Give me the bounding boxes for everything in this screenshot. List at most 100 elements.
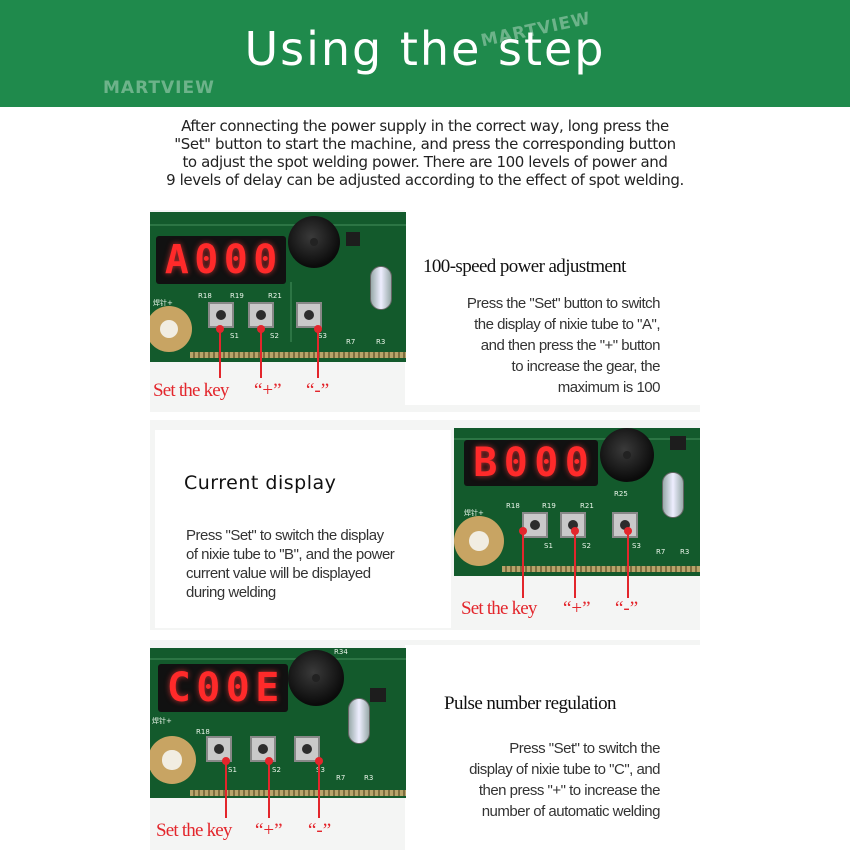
set-key-button[interactable]	[522, 512, 548, 538]
silkscreen-text: R3	[376, 338, 386, 346]
buzzer	[288, 216, 340, 268]
nixie-digit: 0	[534, 440, 559, 486]
description-line: during welding	[186, 584, 276, 601]
description-line: number of automatic welding	[481, 803, 661, 820]
section-description: Press the "Set" button to switch the dis…	[420, 293, 661, 398]
section-title: Current display	[184, 472, 337, 494]
nixie-digit: 0	[225, 665, 250, 711]
crystal-oscillator	[370, 266, 392, 310]
description-line: then press "+" to increase the	[478, 782, 661, 799]
pcb-trace	[290, 282, 292, 342]
minus-key-label: “-”	[615, 598, 639, 619]
nixie-digit: C	[166, 665, 191, 711]
section-title: 100-speed power adjustment	[423, 256, 626, 277]
buzzer	[600, 428, 654, 482]
silkscreen-text: R25	[614, 490, 628, 498]
header-banner: Using the step MARTVIEW MARTVIEW	[0, 0, 850, 107]
silkscreen-text: 焊针+	[464, 509, 484, 517]
silkscreen-text: R19	[542, 502, 556, 510]
description-line: display of nixie tube to "C", and	[469, 761, 660, 778]
description-line: Press the "Set" button to switch	[466, 295, 661, 312]
connector-rail	[502, 566, 700, 572]
description-line: maximum is 100	[557, 379, 661, 396]
plus-key-label: “+”	[563, 598, 591, 619]
pcb-image: B 0 0 0 焊针+ R18 R19 R21 R25 R7 R3 S1 S2 …	[454, 428, 700, 576]
silkscreen-text: S3	[318, 332, 327, 340]
silkscreen-text: R18	[506, 502, 520, 510]
silkscreen-text: R21	[580, 502, 594, 510]
silkscreen-text: R19	[230, 292, 244, 300]
description-line: Press "Set" to switch the	[509, 740, 660, 757]
pcb-chip	[670, 436, 686, 450]
set-key-button[interactable]	[206, 736, 232, 762]
minus-key-label: “-”	[306, 380, 330, 401]
buzzer	[288, 650, 344, 706]
nixie-display: C 0 0 E	[158, 664, 288, 712]
pcb-trace	[454, 438, 700, 440]
section-current-card	[155, 430, 451, 628]
silkscreen-text: R18	[196, 728, 210, 736]
description-line: Press "Set" to switch the display	[186, 527, 384, 544]
section-title: Pulse number regulation	[444, 693, 617, 714]
silkscreen-text: S2	[582, 542, 591, 550]
intro-line: to adjust the spot welding power. There …	[182, 153, 668, 171]
set-key-pointer	[216, 325, 224, 378]
plus-key-pointer	[265, 757, 273, 818]
silkscreen-text: R7	[336, 774, 346, 782]
set-key-pointer	[222, 757, 230, 818]
silkscreen-text: S3	[632, 542, 641, 550]
silkscreen-text: S1	[230, 332, 239, 340]
pcb-chip	[370, 688, 386, 702]
set-key-label: Set the key	[153, 380, 229, 401]
nixie-digit: 0	[503, 440, 528, 486]
minus-key-pointer	[315, 757, 323, 818]
crystal-oscillator	[348, 698, 370, 744]
nixie-display: B 0 0 0	[464, 440, 598, 486]
minus-key-pointer	[624, 527, 632, 598]
set-key-label: Set the key	[461, 598, 537, 619]
solder-pad	[150, 736, 196, 784]
set-key-button[interactable]	[208, 302, 234, 328]
pcb-image: C 0 0 E 焊针+ R34 R18 R7 R3 S1 S2 S3	[150, 648, 406, 798]
minus-key-button[interactable]	[294, 736, 320, 762]
description-line: to increase the gear, the	[511, 358, 661, 375]
nixie-digit: 0	[253, 237, 278, 283]
intro-line: "Set" button to start the machine, and p…	[174, 135, 676, 153]
set-key-label: Set the key	[156, 820, 232, 841]
minus-key-button[interactable]	[296, 302, 322, 328]
description-line: the display of nixie tube to "A",	[474, 316, 660, 333]
nixie-digit: 0	[196, 665, 221, 711]
section-power-card	[405, 210, 700, 405]
silkscreen-text: R7	[346, 338, 356, 346]
nixie-digit: 0	[194, 237, 219, 283]
silkscreen-text: S3	[316, 766, 325, 774]
silkscreen-text: S1	[228, 766, 237, 774]
minus-key-pointer	[314, 325, 322, 378]
nixie-digit: 0	[564, 440, 589, 486]
solder-pad	[454, 516, 504, 566]
section-description: Press "Set" to switch the display of nix…	[186, 526, 436, 602]
plus-key-pointer	[571, 527, 579, 598]
plus-key-pointer	[257, 325, 265, 378]
intro-line: After connecting the power supply in the…	[181, 117, 669, 135]
silkscreen-text: 焊针+	[153, 299, 173, 307]
plus-key-label: “+”	[254, 380, 282, 401]
intro-line: 9 levels of delay can be adjusted accord…	[166, 171, 684, 189]
description-line: of nixie tube to "B", and the power	[186, 546, 395, 563]
connector-rail	[190, 790, 406, 796]
silkscreen-text: R18	[198, 292, 212, 300]
silkscreen-text: 焊针+	[152, 717, 172, 725]
crystal-oscillator	[662, 472, 684, 518]
plus-key-label: “+”	[255, 820, 283, 841]
silkscreen-text: S2	[272, 766, 281, 774]
silkscreen-text: R3	[680, 548, 690, 556]
minus-key-label: “-”	[308, 820, 332, 841]
intro-paragraph: After connecting the power supply in the…	[150, 117, 700, 189]
silkscreen-text: R3	[364, 774, 374, 782]
pcb-trace	[150, 658, 406, 660]
silkscreen-text: R21	[268, 292, 282, 300]
nixie-digit: B	[473, 440, 498, 486]
pcb-chip	[346, 232, 360, 246]
connector-rail	[190, 352, 406, 358]
description-line: current value will be displayed	[186, 565, 371, 582]
